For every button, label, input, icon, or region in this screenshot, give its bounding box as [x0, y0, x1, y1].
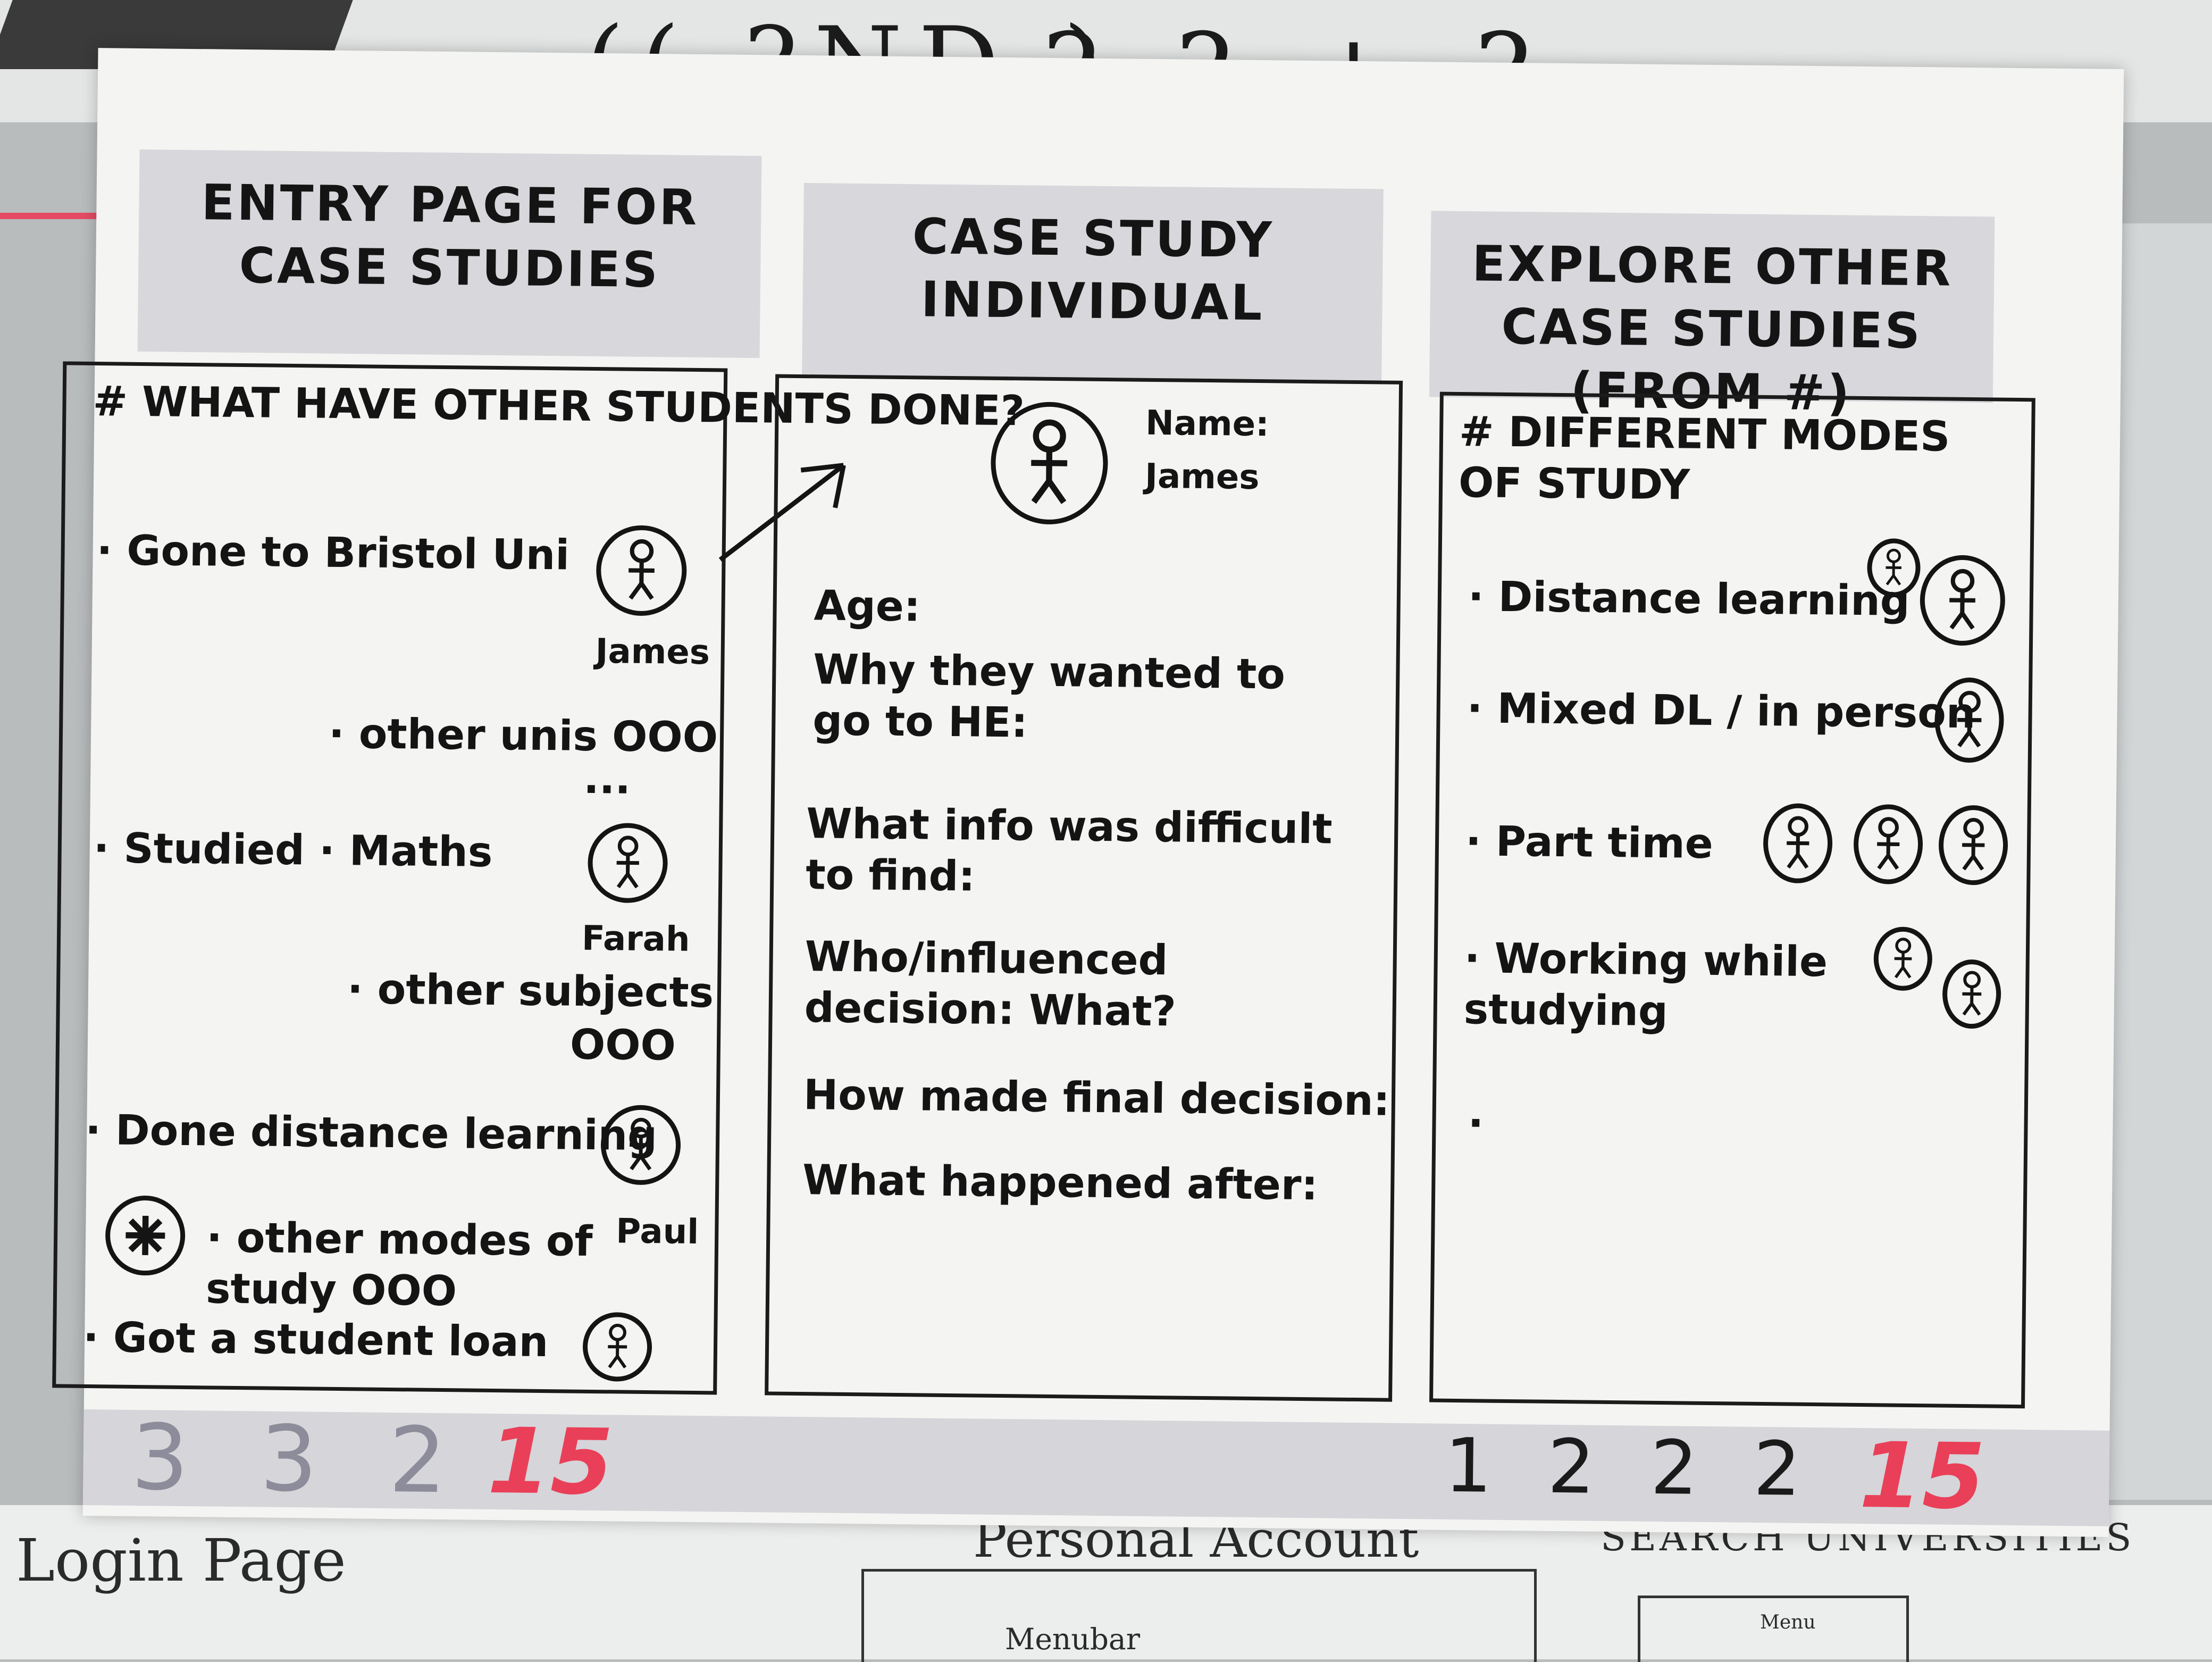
panel-entry-page: # WHAT HAVE OTHER STUDENTS DONE? · Gone … — [52, 361, 1025, 1395]
item-part-time: · Part time — [1465, 817, 1714, 868]
field-influenced-decision: Who/influenced decision: What? — [804, 933, 1177, 1036]
panel-case-study-individual: Name: James Age: Why they wanted to go t… — [765, 374, 1403, 1402]
ellipsis: ... — [583, 755, 631, 804]
arrow-to-case-study — [718, 463, 846, 562]
score-bar: 3 3 2 15 1 2 2 2 15 — [82, 1405, 2110, 1530]
person-icon[interactable] — [1934, 677, 2005, 763]
item-other-modes: · other modes of study OOO — [205, 1214, 593, 1316]
heading-entry-page: ENTRY PAGE FOR CASE STUDIES — [137, 149, 762, 358]
field-why-he: Why they wanted to go to HE: — [812, 646, 1286, 747]
storyboard-sheet: ENTRY PAGE FOR CASE STUDIES CASE STUDY I… — [52, 48, 2124, 1537]
name-label: Name: — [1145, 403, 1270, 445]
sketch-search-frame — [1638, 1596, 1909, 1662]
login-page-label: Login Page — [16, 1526, 346, 1594]
total-right: 15 — [1858, 1423, 1986, 1530]
heading-case-study-individual: CASE STUDY INDIVIDUAL — [802, 183, 1384, 381]
background-red-line — [0, 213, 117, 219]
item-studied-maths: · Studied · Maths — [93, 824, 493, 876]
person-icon[interactable] — [587, 822, 668, 904]
item-working-studying: · Working while studying — [1463, 934, 1828, 1036]
asterisk-link-icon[interactable] — [105, 1195, 186, 1276]
item-other-unis: · other unis OOO — [328, 709, 718, 762]
item-other-subjects: · other subjects — [347, 965, 714, 1017]
menubar-label: Menubar — [1005, 1622, 1140, 1656]
item-student-loan: · Got a student loan — [82, 1313, 549, 1367]
empty-bullet: · — [1468, 1099, 1484, 1148]
name-value: James — [1144, 456, 1260, 498]
person-icon[interactable] — [582, 1312, 652, 1382]
modes-heading: # DIFFERENT MODES OF STUDY — [1458, 407, 1950, 510]
person-icon[interactable] — [1942, 959, 2001, 1029]
name-paul: Paul — [615, 1212, 699, 1252]
other-subjects-circles: OOO — [569, 1021, 676, 1070]
item-distance-learning: · Done distance learning — [85, 1106, 658, 1160]
person-icon[interactable] — [600, 1105, 681, 1185]
sketch-account-frame — [861, 1569, 1537, 1662]
person-icon[interactable] — [1853, 804, 1923, 885]
item-mixed-dl: · Mixed DL / in person — [1467, 684, 1976, 738]
total-left: 15 — [487, 1408, 614, 1516]
item-bristol-uni: · Gone to Bristol Uni — [96, 527, 570, 580]
person-icon[interactable] — [1763, 803, 1833, 884]
votes-left: 3 3 2 — [130, 1405, 468, 1514]
person-icon[interactable] — [1873, 926, 1933, 991]
votes-right: 1 2 2 2 — [1444, 1422, 1817, 1514]
field-difficult-info: What info was difficult to find: — [805, 800, 1333, 901]
name-farah: Farah — [581, 918, 690, 959]
item-distance-learning-3: · Distance learning — [1468, 573, 1911, 625]
person-icon — [990, 401, 1109, 525]
name-james: James — [595, 631, 710, 673]
field-what-happened: What happened after: — [802, 1156, 1318, 1210]
heading-explore-other: EXPLORE OTHER CASE STUDIES (FROM #) — [1429, 211, 1995, 422]
person-icon[interactable] — [1938, 805, 2008, 886]
field-final-decision: How made final decision: — [803, 1071, 1390, 1125]
panel-explore-other: # DIFFERENT MODES OF STUDY · Distance le… — [1429, 391, 2035, 1409]
person-icon[interactable] — [1866, 538, 1921, 598]
field-age: Age: — [814, 582, 921, 631]
menu-label: Menu — [1760, 1611, 1816, 1633]
person-icon[interactable] — [596, 524, 688, 616]
person-icon[interactable] — [1919, 555, 2006, 646]
